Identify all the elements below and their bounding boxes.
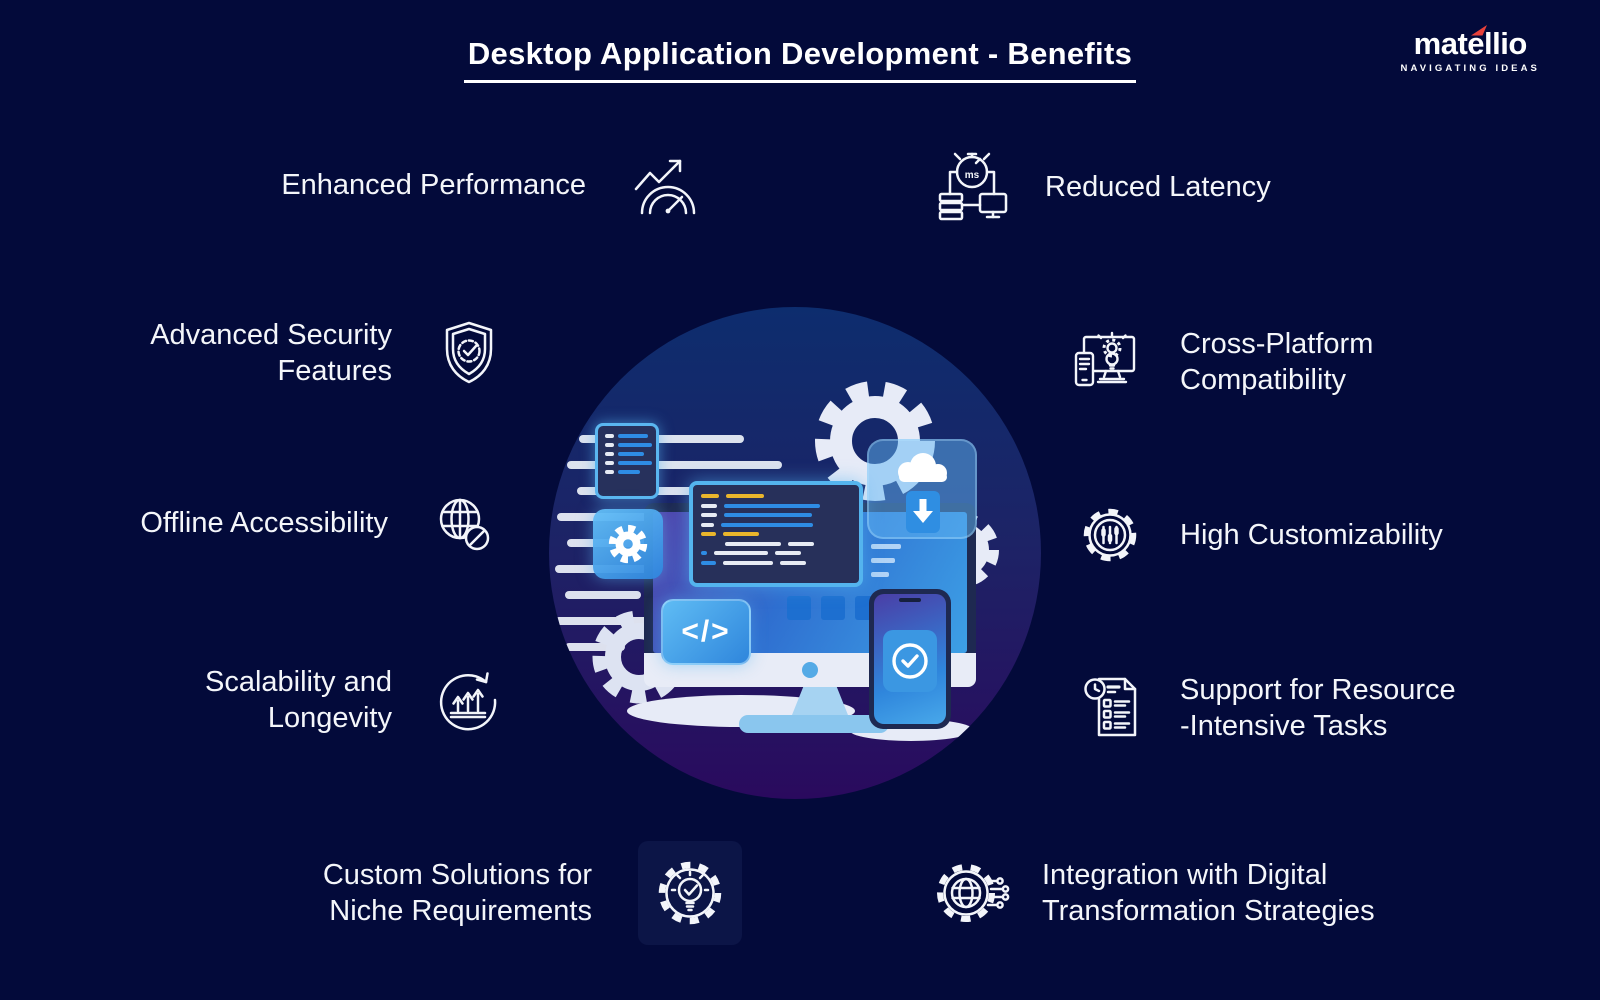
benefit-offline-accessibility: Offline Accessibility — [140, 483, 492, 563]
icon-plate — [638, 841, 742, 945]
smartphone — [869, 589, 951, 729]
download-arrow-icon — [913, 499, 933, 523]
growth-cycle-icon — [439, 672, 497, 731]
gear-sliders-icon — [1083, 508, 1137, 562]
check-circle-icon — [892, 643, 928, 679]
benefit-enhanced-performance: Enhanced Performance — [281, 145, 706, 225]
monitor-stand — [792, 687, 848, 715]
code-window — [689, 481, 863, 587]
benefit-label: Cross-Platform Compatibility — [1180, 328, 1374, 396]
benefit-label: Reduced Latency — [1045, 171, 1271, 203]
benefit-reduced-latency: ms Reduced Latency — [932, 147, 1271, 227]
benefit-scalability-longevity: Scalability and Longevity — [205, 660, 502, 740]
benefit-label: Scalability and Longevity — [205, 666, 392, 734]
screen-line — [871, 558, 895, 563]
stopwatch-network-icon: ms — [938, 152, 1008, 221]
screen-line — [871, 572, 889, 577]
speedometer-growth-icon — [634, 159, 696, 215]
gear-icon — [608, 524, 648, 564]
globe-offline-icon — [439, 498, 490, 551]
benefit-label: Integration with Digital Transformation … — [1042, 859, 1375, 927]
page-title: Desktop Application Development - Benefi… — [463, 36, 1137, 83]
benefit-label: Offline Accessibility — [140, 507, 388, 539]
header: Desktop Application Development - Benefi… — [0, 36, 1600, 83]
code-card — [595, 423, 659, 499]
speed-line — [567, 461, 782, 469]
benefit-advanced-security: Advanced Security Features — [150, 313, 498, 393]
shield-check-icon — [445, 321, 493, 384]
benefit-label: Advanced Security Features — [150, 319, 392, 387]
brand-logo-word: matellio — [1413, 25, 1528, 61]
screen-line — [871, 544, 901, 549]
gear-square — [593, 509, 663, 579]
benefit-label: Enhanced Performance — [281, 169, 586, 201]
screen-tile — [821, 596, 845, 620]
benefit-cross-platform: Cross-Platform Compatibility — [1072, 322, 1373, 402]
brand-tagline: NAVIGATING IDEAS — [1400, 63, 1540, 74]
speed-line — [565, 643, 625, 651]
check-badge — [883, 630, 937, 692]
benefit-resource-intensive: Support for Resource -Intensive Tasks — [1082, 668, 1456, 748]
gear-bulb-check-icon — [658, 861, 722, 925]
code-symbol: </> — [681, 615, 731, 648]
smartphone-screen — [874, 594, 946, 724]
devices-bulb-icon — [1074, 331, 1136, 387]
code-badge: </> — [661, 599, 751, 665]
speed-line — [555, 617, 659, 625]
svg-text:ms: ms — [965, 170, 980, 181]
gear-globe-circuit-icon — [937, 864, 1010, 922]
speed-line — [579, 435, 744, 443]
screen-tile — [787, 596, 811, 620]
task-list-clock-icon — [1084, 677, 1137, 737]
brand-flag-icon — [1470, 25, 1487, 36]
smartphone-speaker — [899, 598, 921, 602]
benefit-label: Support for Resource -Intensive Tasks — [1180, 674, 1456, 742]
benefit-high-customizability: High Customizability — [1078, 495, 1443, 575]
monitor-button — [802, 662, 818, 678]
cloud-icon — [898, 453, 947, 482]
benefit-label: High Customizability — [1180, 519, 1443, 551]
benefit-custom-solutions: Custom Solutions for Niche Requirements — [323, 841, 742, 945]
cloud-download-card — [867, 439, 977, 539]
brand-logo: matellio NAVIGATING IDEAS — [1400, 25, 1540, 74]
benefit-label: Custom Solutions for Niche Requirements — [322, 859, 592, 927]
monitor-base — [739, 715, 889, 733]
speed-line — [565, 591, 641, 599]
brand-logo-text: matellio — [1413, 26, 1528, 61]
hero-illustration-circle: </> — [549, 307, 1041, 799]
benefit-digital-transformation: Integration with Digital Transformation … — [936, 853, 1375, 933]
